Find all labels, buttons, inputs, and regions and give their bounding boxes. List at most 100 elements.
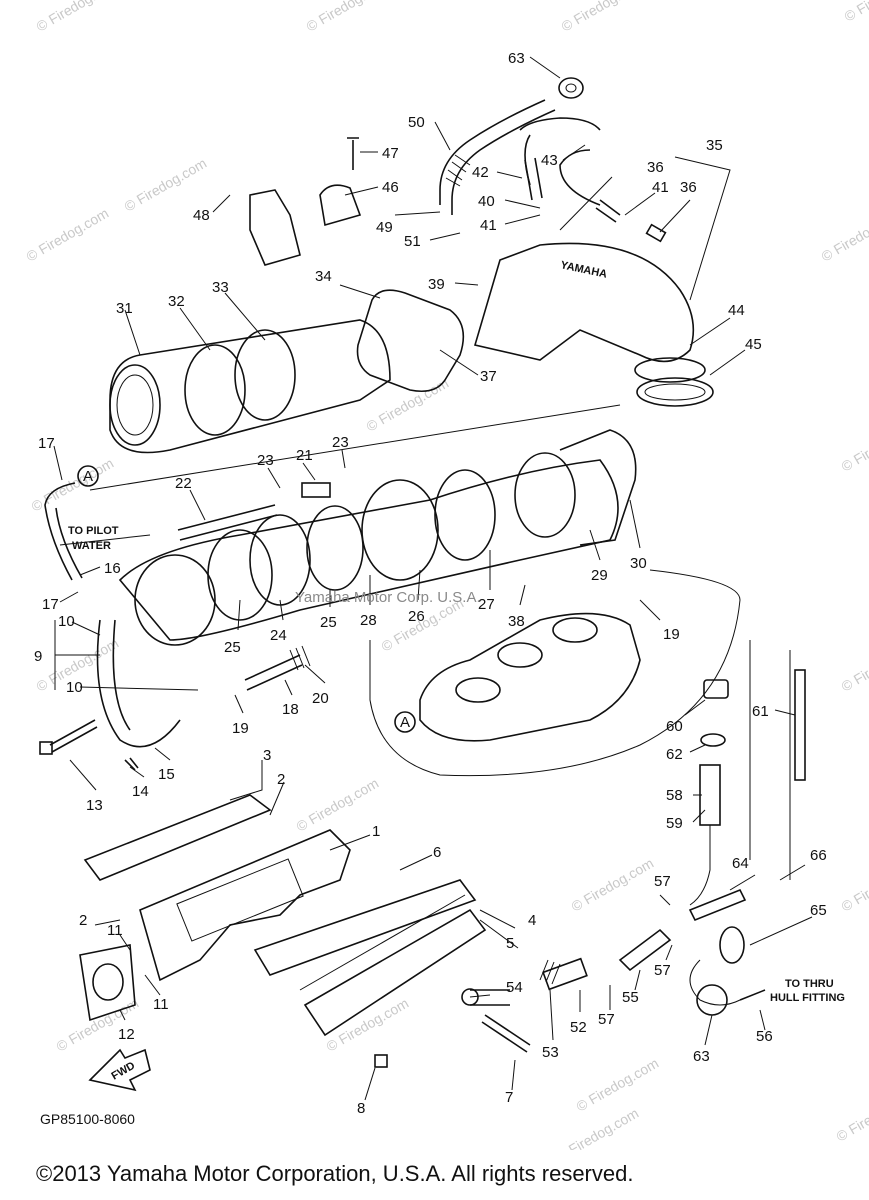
watermark-text: © Firedog.com — [559, 0, 647, 35]
callout-a-circle-left — [77, 465, 99, 487]
copyright-footer: ©2013 Yamaha Motor Corporation, U.S.A. A… — [36, 1161, 634, 1186]
callout-label: 38 — [508, 613, 525, 630]
callout-label: 15 — [158, 766, 175, 783]
callout-label: 47 — [382, 145, 399, 162]
yamaha-brand-text: YAMAHA — [559, 259, 608, 281]
callout-label: 41 — [652, 179, 669, 196]
callout-label: 10 — [58, 613, 75, 630]
callout-label: 19 — [232, 720, 249, 737]
note-pilot-water-line2: WATER — [72, 540, 111, 552]
yamaha-center-text: Yamaha Motor Corp. U.S.A. — [295, 589, 481, 606]
callout-label: 64 — [732, 855, 749, 872]
callout-label: 40 — [478, 193, 495, 210]
callout-label: 55 — [622, 989, 639, 1006]
callout-label: 30 — [630, 555, 647, 572]
callout-label: 1 — [372, 823, 380, 840]
watermark-text: © Firedog.com — [364, 375, 452, 435]
callout-label: 29 — [591, 567, 608, 584]
callout-label: 22 — [175, 475, 192, 492]
note-pilot-water-line1: TO PILOT — [68, 525, 119, 537]
callout-label: 48 — [193, 207, 210, 224]
callout-label: 50 — [408, 114, 425, 131]
callout-a-circle-right — [394, 711, 416, 733]
callout-label: 13 — [86, 797, 103, 814]
watermark-text: © Firedog.com — [834, 1085, 869, 1145]
callout-label: 3 — [263, 747, 271, 764]
callout-a-right: A — [400, 714, 410, 731]
callout-label: 25 — [320, 614, 337, 631]
callout-label: 43 — [541, 152, 558, 169]
callout-label: 49 — [376, 219, 393, 236]
watermark-text: © Firedog.com — [839, 635, 869, 695]
watermark-layer: © Firedog.com© Firedog.com© Firedog.com©… — [24, 0, 869, 1150]
callout-label: 8 — [357, 1100, 365, 1117]
leader-lines — [53, 56, 813, 1101]
callout-label: 17 — [38, 435, 55, 452]
callout-label: 18 — [282, 701, 299, 718]
callout-label: 34 — [315, 268, 332, 285]
callout-label: 61 — [752, 703, 769, 720]
callout-label: 7 — [505, 1089, 513, 1106]
watermark-text: © Firedog.com — [34, 0, 122, 35]
watermark-text: © Firedog.com — [54, 995, 142, 1055]
watermark-text: © Firedog.com — [24, 205, 112, 265]
callout-label: 11 — [153, 996, 169, 1013]
watermark-text: © Firedog.com — [29, 455, 117, 515]
callout-label: 17 — [42, 596, 59, 613]
callout-label: 58 — [666, 787, 683, 804]
callout-label: 32 — [168, 293, 185, 310]
callout-label: 6 — [433, 844, 441, 861]
callout-label: 56 — [756, 1028, 773, 1045]
exhaust-system-diagram: © Firedog.com© Firedog.com© Firedog.com©… — [24, 0, 869, 1150]
callout-label: 54 — [506, 979, 523, 996]
watermark-text: © Firedog.com — [839, 415, 869, 475]
callout-label: 24 — [270, 627, 287, 644]
callout-label: 28 — [360, 612, 377, 629]
callout-label: 62 — [666, 746, 683, 763]
callout-label: 10 — [66, 679, 83, 696]
callout-label: 12 — [118, 1026, 135, 1043]
callout-label: 27 — [478, 596, 495, 613]
watermark-text: © Firedog.com — [324, 995, 412, 1055]
callout-label: 23 — [257, 452, 274, 469]
callout-label: 20 — [312, 690, 329, 707]
callout-label: 52 — [570, 1019, 587, 1036]
callout-label: 36 — [647, 159, 664, 176]
callout-label: 41 — [480, 217, 497, 234]
callout-label: 59 — [666, 815, 683, 832]
callout-label: 4 — [528, 912, 536, 929]
callout-label: 19 — [663, 626, 680, 643]
callout-label: 25 — [224, 639, 241, 656]
part-callout-labels: 63 50 47 46 48 42 43 36 35 41 36 49 40 5… — [34, 50, 845, 1127]
callout-label: 16 — [104, 560, 121, 577]
callout-label: 2 — [277, 771, 285, 788]
watermark-text: © Firedog.com — [294, 775, 382, 835]
watermark-text: © Firedog.com — [842, 0, 869, 25]
callout-label: 53 — [542, 1044, 559, 1061]
callout-label: 63 — [693, 1048, 710, 1065]
callout-label: 63 — [508, 50, 525, 67]
callout-label: 11 — [107, 922, 123, 939]
callout-label: 46 — [382, 179, 399, 196]
note-thru-hull-line1: TO THRU — [785, 978, 834, 990]
callout-label: 57 — [598, 1011, 615, 1028]
callout-label: 26 — [408, 608, 425, 625]
fwd-arrow-icon — [88, 1048, 151, 1092]
callout-label: 37 — [480, 368, 497, 385]
callout-label: 14 — [132, 783, 149, 800]
watermark-text: © Firedog.com — [574, 1055, 662, 1115]
callout-label: 2 — [79, 912, 87, 929]
callout-label: 44 — [728, 302, 745, 319]
callout-label: 57 — [654, 962, 671, 979]
watermark-text: © Firedog.com — [304, 0, 392, 35]
callout-label: 39 — [428, 276, 445, 293]
watermark-text: © Firedog.com — [122, 155, 210, 215]
callout-label: 23 — [332, 434, 349, 451]
watermark-text: © Firedog.com — [839, 855, 869, 915]
callout-label: 42 — [472, 164, 489, 181]
callout-label: 65 — [810, 902, 827, 919]
callout-label: 57 — [654, 873, 671, 890]
callout-label: 21 — [296, 447, 313, 464]
watermark-text: © Firedog.com — [819, 205, 869, 265]
callout-label: 51 — [404, 233, 421, 250]
